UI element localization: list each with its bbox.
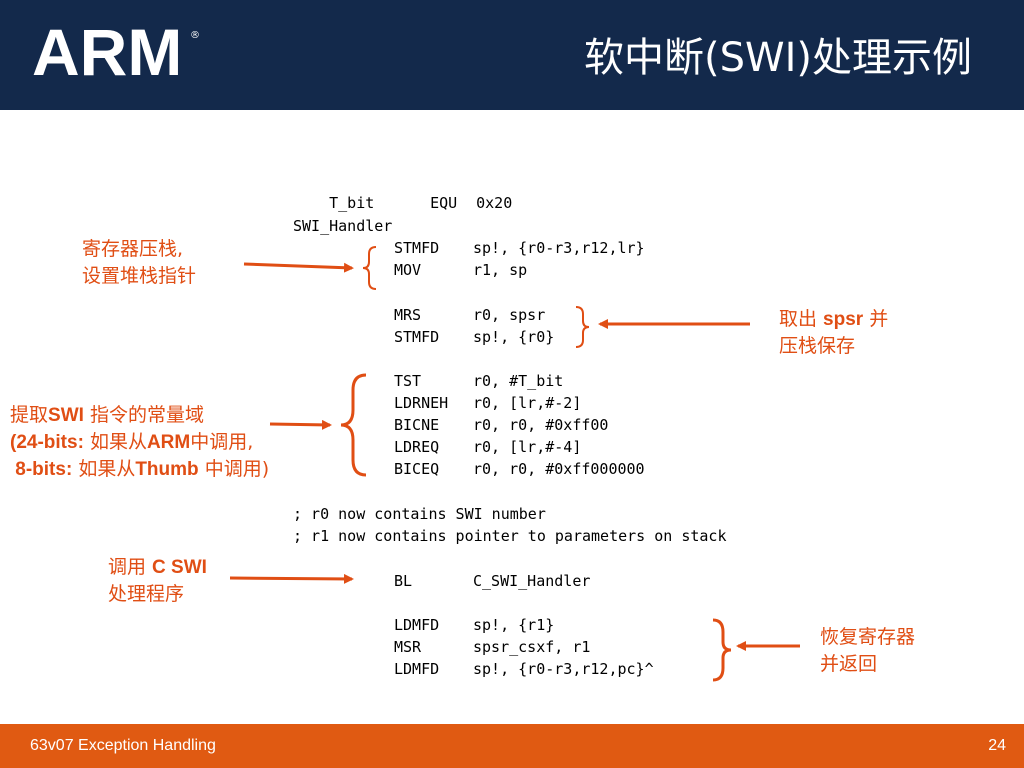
code-op: BICNE xyxy=(394,416,440,434)
annotation-line: 寄存器压栈, xyxy=(82,238,184,260)
code-op: STMFD xyxy=(394,239,440,257)
annotation-text: 指令的常量域 xyxy=(83,404,204,426)
annotation-keyword: C SWI xyxy=(152,557,207,578)
code-op: LDMFD xyxy=(394,660,440,678)
annotation-keyword: 8-bits: xyxy=(10,459,73,480)
code-op: LDMFD xyxy=(394,616,440,634)
slide-header: ARM ® 软中断(SWI)处理示例 xyxy=(0,0,1024,110)
code-args: r0, r0, #0xff000000 xyxy=(473,460,645,478)
code-line: T_bit xyxy=(293,170,374,212)
annotation-extract: 提取SWI 指令的常量域 (24-bits: 如果从ARM中调用, 8-bits… xyxy=(10,402,269,483)
code-args: r1, sp xyxy=(473,261,528,279)
slide-title: 软中断(SWI)处理示例 xyxy=(584,35,972,81)
code-args: 0x20 xyxy=(476,194,513,212)
code-args: r0, #T_bit xyxy=(473,372,564,390)
code-args: sp!, {r0} xyxy=(473,328,555,346)
footer-title: 63v07 Exception Handling xyxy=(30,737,216,754)
annotation-text: 取出 xyxy=(779,308,824,330)
annotation-text: 并 xyxy=(863,308,889,330)
code-args: sp!, {r1} xyxy=(473,616,555,634)
code-op: LDREQ xyxy=(394,438,440,456)
slide-footer: 63v07 Exception Handling 24 xyxy=(0,724,1024,768)
code-args: spsr_csxf, r1 xyxy=(473,638,591,656)
annotation-line: 恢复寄存器 xyxy=(820,626,916,648)
code-args: sp!, {r0-r3,r12,pc}^ xyxy=(473,660,654,678)
code-op: STMFD xyxy=(394,328,440,346)
arrow-right-icon xyxy=(229,573,354,584)
code-comment: ; r1 now contains pointer to parameters … xyxy=(293,527,727,545)
left-brace-icon xyxy=(362,246,377,290)
code-args: r0, r0, #0xff00 xyxy=(473,416,609,434)
code-op: EQU xyxy=(430,194,458,212)
arm-logo: ARM xyxy=(32,15,183,89)
page-number: 24 xyxy=(988,737,1006,754)
arrow-right-icon xyxy=(269,419,332,430)
code-line: EQU xyxy=(394,170,457,212)
annotation-text: 如果从 xyxy=(83,431,147,453)
arrow-right-icon xyxy=(243,262,354,273)
code-comment: ; r0 now contains SWI number xyxy=(293,505,546,523)
annotation-restore: 恢复寄存器 并返回 xyxy=(820,624,915,678)
code-args: sp!, {r0-r3,r12,lr} xyxy=(473,239,645,257)
annotation-text: 中调用) xyxy=(198,458,270,480)
annotation-line: 压栈保存 xyxy=(779,335,856,357)
annotation-text: 提取 xyxy=(10,404,49,426)
code-op: MSR xyxy=(394,638,422,656)
annotation-spsr: 取出 spsr 并 压栈保存 xyxy=(779,306,888,360)
annotation-line: (24-bits: 如果从ARM中调用, xyxy=(10,429,269,456)
annotation-text: 如果从 xyxy=(72,458,136,480)
annotation-line: 并返回 xyxy=(820,653,878,675)
code-label: T_bit xyxy=(329,194,375,212)
code-args: r0, [lr,#-2] xyxy=(473,394,582,412)
annotation-call: 调用 C SWI 处理程序 xyxy=(108,554,207,608)
annotation-keyword: Thumb xyxy=(135,459,199,480)
annotation-text: 调用 xyxy=(108,556,153,578)
right-brace-icon xyxy=(575,306,590,348)
code-line: 0x20 xyxy=(440,170,512,212)
annotation-line: 设置堆栈指针 xyxy=(82,265,197,287)
code-op: TST xyxy=(394,372,422,390)
annotation-text: 中调用, xyxy=(190,431,254,453)
left-brace-icon xyxy=(340,373,367,477)
annotation-keyword: (24-bits: xyxy=(10,432,84,453)
annotation-line: 调用 C SWI xyxy=(108,554,207,581)
annotation-line: 8-bits: 如果从Thumb 中调用) xyxy=(10,456,269,483)
registered-mark: ® xyxy=(190,30,200,41)
annotation-keyword: SWI xyxy=(48,405,84,426)
code-op: LDRNEH xyxy=(394,394,449,412)
annotation-line: 处理程序 xyxy=(108,583,185,605)
code-args: r0, [lr,#-4] xyxy=(473,438,582,456)
code-op: MOV xyxy=(394,261,422,279)
annotation-keyword: spsr xyxy=(823,309,864,330)
code-op: BL xyxy=(394,572,413,590)
annotation-push: 寄存器压栈, 设置堆栈指针 xyxy=(82,236,196,290)
right-brace-icon xyxy=(712,618,732,682)
annotation-line: 取出 spsr 并 xyxy=(779,306,888,333)
code-args: C_SWI_Handler xyxy=(473,572,591,590)
code-op: BICEQ xyxy=(394,460,440,478)
annotation-line: 提取SWI 指令的常量域 xyxy=(10,402,269,429)
code-label: SWI_Handler xyxy=(293,217,393,235)
code-op: MRS xyxy=(394,306,422,324)
code-args: r0, spsr xyxy=(473,306,546,324)
annotation-keyword: ARM xyxy=(146,432,191,453)
